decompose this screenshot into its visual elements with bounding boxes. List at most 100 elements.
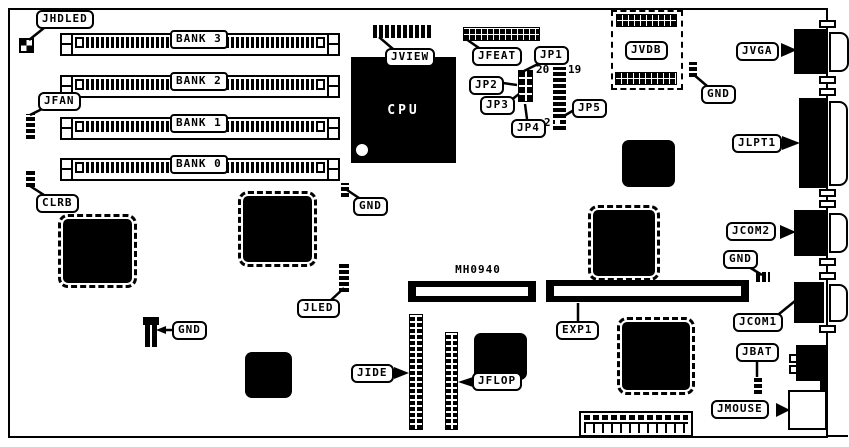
simm-latch: [75, 162, 84, 173]
lpt1-dsub-outline: [829, 101, 848, 186]
jp5-pin2-label: 2: [544, 116, 551, 129]
simm-endcap: [327, 119, 338, 138]
bank1-label: BANK 1: [170, 114, 228, 133]
simm-endcap: [327, 77, 338, 96]
callout-jflop: JFLOP: [472, 372, 523, 391]
callout-gnd-left: GND: [172, 321, 207, 340]
simm-latch: [75, 121, 84, 132]
callout-jp4: JP4: [511, 119, 546, 138]
board-id-label: MH0940: [455, 263, 501, 276]
mounting-tab: [819, 325, 836, 333]
callout-jview: JVIEW: [385, 48, 436, 67]
gnd-post-leg: [152, 323, 157, 347]
callout-jvga: JVGA: [736, 42, 779, 61]
gnd-post-cap: [143, 317, 159, 325]
callout-jfeat: JFEAT: [472, 47, 523, 66]
callout-jp5: JP5: [572, 99, 607, 118]
callout-jcom2: JCOM2: [726, 222, 777, 241]
callout-jp1: JP1: [534, 46, 569, 65]
callout-jide: JIDE: [351, 364, 394, 383]
din-keyboard-port: [796, 345, 828, 381]
simm-endcap: [62, 160, 73, 179]
callout-clrb: CLRB: [36, 194, 79, 213]
callout-jled: JLED: [297, 299, 340, 318]
mouse-port: [788, 390, 827, 430]
mounting-tab: [819, 189, 836, 197]
simm-latch: [316, 37, 325, 48]
gnd-connector-right: [756, 272, 770, 282]
power-connector-cells: [584, 422, 688, 433]
mounting-tab: [819, 272, 836, 280]
com2-dsub-outline: [829, 213, 848, 253]
board-outline-bottom-extension: [828, 435, 848, 437]
ic-chip: [617, 317, 695, 395]
bank0-label: BANK 0: [170, 155, 228, 174]
mounting-tab: [819, 88, 836, 96]
mounting-tab: [819, 258, 836, 266]
callout-exp1: EXP1: [556, 321, 599, 340]
floppy-header: [445, 332, 458, 430]
simm-endcap: [62, 77, 73, 96]
clrb-connector: [26, 170, 35, 187]
jp5-pin19-label: 19: [568, 63, 582, 76]
callout-jhdled: JHDLED: [36, 10, 94, 29]
cpu-pin1-dot: [356, 144, 368, 156]
jp5-pin-marker: [555, 120, 560, 125]
callout-gnd-top: GND: [701, 85, 736, 104]
jumper-block-jp1-jp4: [518, 70, 533, 102]
gnd-connector-left: [143, 317, 159, 347]
callout-jlpt1: JLPT1: [732, 134, 783, 153]
simm-latch: [316, 121, 325, 132]
power-connector-tabs: [584, 415, 688, 420]
ic-chip: [588, 205, 660, 281]
callout-jp2: JP2: [469, 76, 504, 95]
com1-dsub-outline: [829, 284, 848, 322]
jhdled-connector: [19, 38, 34, 53]
jp5-connector: [553, 67, 566, 130]
cpu-label: CPU: [387, 102, 420, 118]
ic-chip: [245, 352, 292, 398]
mounting-tab: [819, 20, 836, 28]
bank2-label: BANK 2: [170, 72, 228, 91]
callout-jvdb: JVDB: [625, 41, 668, 60]
jled-connector: [339, 263, 349, 292]
power-connector: [579, 411, 693, 437]
gnd-post-leg: [145, 323, 150, 347]
mounting-tab: [819, 200, 836, 208]
gnd-connector-top: [689, 62, 697, 77]
ide-header: [409, 314, 423, 430]
simm-endcap: [62, 35, 73, 54]
ic-chip: [238, 191, 317, 267]
simm-latch: [75, 79, 84, 90]
jfeat-connector: [463, 27, 540, 41]
expansion-slot: [408, 281, 536, 302]
vga-dsub-outline: [829, 32, 849, 72]
callout-jbat: JBAT: [736, 343, 779, 362]
simm-latch: [316, 79, 325, 90]
lpt1-port: [799, 98, 828, 188]
cpu-chip: CPU: [351, 57, 456, 163]
ic-chip: [58, 214, 137, 288]
callout-jp3: JP3: [480, 96, 515, 115]
com1-port: [794, 282, 824, 323]
simm-endcap: [62, 119, 73, 138]
jp5-pin20-label: 20: [536, 63, 550, 76]
vga-port: [794, 29, 828, 74]
jview-connector: [373, 25, 433, 38]
bank3-label: BANK 3: [170, 30, 228, 49]
callout-jmouse: JMOUSE: [711, 400, 769, 419]
expansion-slot-exp1: [546, 280, 749, 302]
edge-filler: [820, 374, 828, 392]
gnd-connector-mid: [341, 183, 349, 197]
mounting-tab: [819, 76, 836, 84]
jvdb-box: [611, 10, 683, 90]
callout-gnd-mid: GND: [353, 197, 388, 216]
jfan-connector: [26, 114, 35, 139]
com2-port: [794, 210, 828, 256]
jbat-connector: [754, 378, 762, 394]
callout-jcom1: JCOM1: [733, 313, 784, 332]
simm-latch: [316, 162, 325, 173]
jvdb-header-bottom: [615, 72, 677, 85]
